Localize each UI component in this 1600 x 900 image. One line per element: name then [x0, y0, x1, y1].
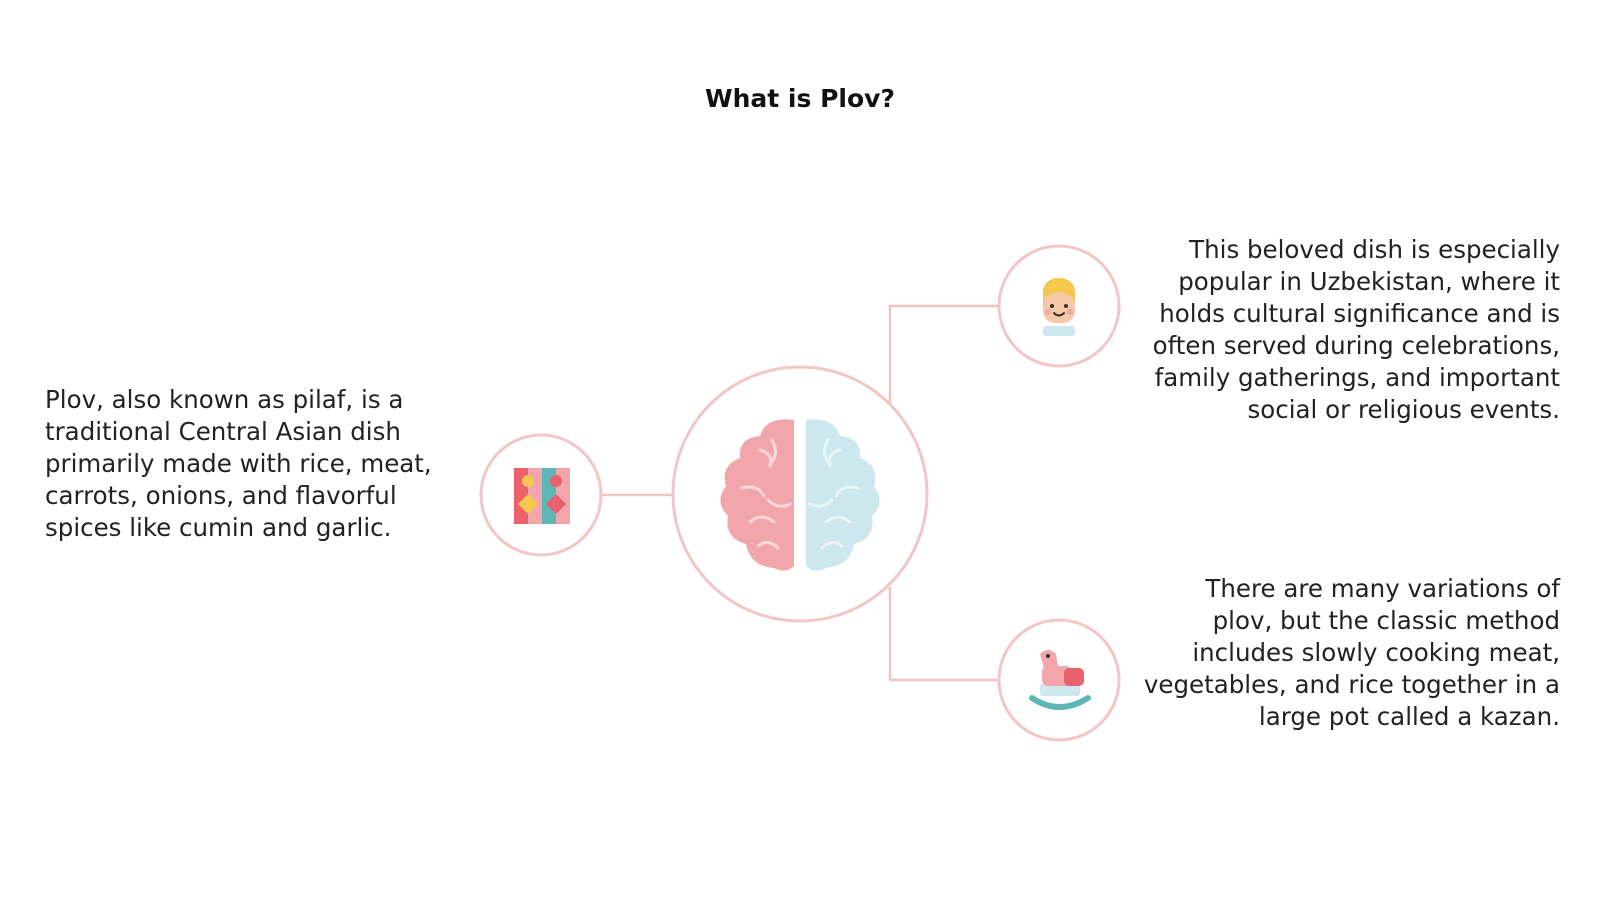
child-face-icon — [1043, 278, 1075, 336]
right-top-node — [997, 244, 1121, 368]
connector-right-bottom — [888, 587, 998, 682]
rocking-horse-icon — [1029, 650, 1091, 710]
pattern-tile-icon — [514, 468, 570, 524]
left-node — [479, 433, 603, 557]
right-top-node-text: This beloved dish is especially popular … — [1152, 235, 1560, 424]
center-node — [671, 365, 929, 623]
center-node-ring — [671, 365, 929, 623]
left-node-text: Plov, also known as pilaf, is a traditio… — [45, 385, 432, 542]
page-title: What is Plov? — [705, 84, 895, 113]
right-bottom-node — [997, 618, 1121, 742]
brain-icon — [720, 419, 880, 571]
connector-right-top — [888, 304, 998, 403]
right-bottom-node-text: There are many variations of plov, but t… — [1143, 574, 1560, 731]
connectors — [602, 304, 998, 682]
